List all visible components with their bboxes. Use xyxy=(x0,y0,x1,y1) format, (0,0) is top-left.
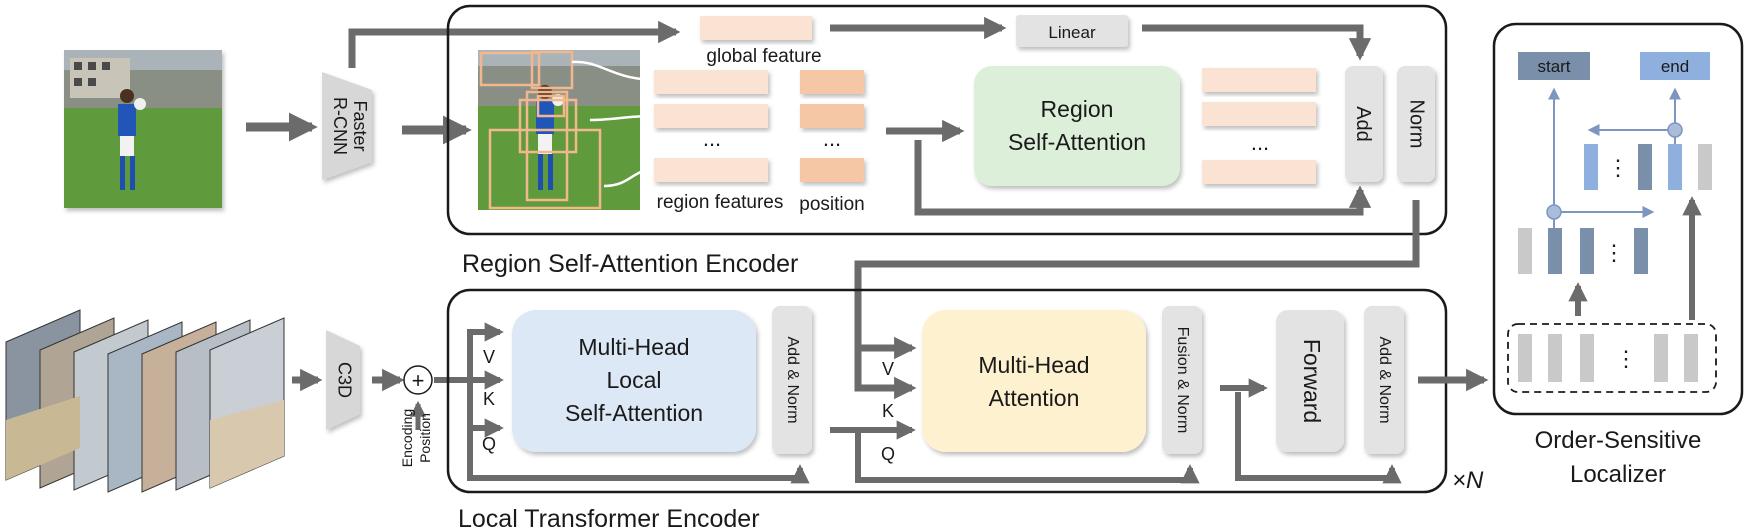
localizer-middle-row xyxy=(1518,228,1648,274)
fusion-norm-box xyxy=(1162,306,1202,454)
position-encoding-line1: Position xyxy=(417,413,433,463)
region-attention-line1: Region xyxy=(1041,96,1114,122)
k-label-2: K xyxy=(882,401,894,421)
fusion-to-forward-arrows xyxy=(1220,378,1402,484)
arrow-norm-to-attention-k xyxy=(854,200,1420,400)
local-attention-line1: Multi-Head xyxy=(578,334,689,360)
local-attention-line2: Local xyxy=(607,367,662,393)
add-norm-label-2: Add & Norm xyxy=(1376,336,1393,423)
arrow-rcnn-to-global xyxy=(348,20,681,68)
position-ellipsis: ... xyxy=(823,126,841,151)
region-output-bars xyxy=(1202,68,1316,184)
start-box xyxy=(1518,52,1590,80)
region-connectors xyxy=(571,60,653,188)
arrow-residual-to-add xyxy=(914,140,1372,216)
add-norm-box-2 xyxy=(1364,306,1404,454)
start-node xyxy=(1546,204,1562,220)
region-features-ellipsis: ... xyxy=(703,126,721,151)
localizer-title-line1: Order-Sensitive xyxy=(1535,427,1702,454)
region-output-ellipsis: ... xyxy=(1251,130,1269,155)
faster-rcnn-block: Faster R-CNN xyxy=(322,72,372,180)
linear-label: Linear xyxy=(1048,23,1096,42)
arrow-linear-to-add xyxy=(1142,24,1372,61)
repeat-label: ×N xyxy=(1452,467,1484,494)
forward-label: Forward xyxy=(1299,339,1325,423)
add-norm-box-1 xyxy=(772,306,812,454)
localizer-input-row xyxy=(1518,334,1698,382)
forward-box xyxy=(1276,310,1344,452)
localizer-dots-input: ⋮ xyxy=(1615,346,1637,371)
region-attention-line2: Self-Attention xyxy=(1008,129,1146,155)
add-label: Add xyxy=(1352,106,1374,142)
local-encoder-title: Local Transformer Encoder xyxy=(458,505,760,529)
c3d-label: C3D xyxy=(334,362,354,398)
linear-box xyxy=(1016,15,1128,47)
plus-node xyxy=(403,365,433,395)
multihead-line2: Attention xyxy=(989,385,1080,411)
localizer-dots-middle: ⋮ xyxy=(1603,240,1625,265)
addnorm-to-attention-arrows xyxy=(830,420,1200,484)
norm-label: Norm xyxy=(1406,100,1428,149)
end-box xyxy=(1640,52,1710,80)
rcnn-label-line2: R-CNN xyxy=(330,97,350,155)
localizer-frame xyxy=(1492,22,1744,416)
local-self-attention-box xyxy=(512,310,756,452)
add-box xyxy=(1345,66,1383,182)
region-features-label: region features xyxy=(657,192,784,213)
localizer-input-box xyxy=(1507,323,1717,393)
global-feature-bar xyxy=(700,16,812,40)
end-label: end xyxy=(1661,57,1689,76)
global-feature-label: global feature xyxy=(706,46,821,67)
localizer-title-line2: Localizer xyxy=(1570,461,1666,488)
region-feature-bars xyxy=(654,70,768,182)
input-image xyxy=(64,50,222,208)
k-label-1: K xyxy=(483,389,495,409)
localizer-upper-row xyxy=(1584,144,1712,190)
v-label-2: V xyxy=(882,359,894,379)
position-label: position xyxy=(799,194,865,215)
end-node xyxy=(1667,122,1683,138)
q-label-2: Q xyxy=(881,444,895,464)
add-norm-label-1: Add & Norm xyxy=(784,336,801,423)
region-encoder-title: Region Self-Attention Encoder xyxy=(462,250,798,278)
position-encoding-line2: Encoding xyxy=(399,409,415,467)
local-encoder-frame xyxy=(446,288,1448,494)
v-label-1: V xyxy=(483,347,495,367)
local-attention-line3: Self-Attention xyxy=(565,400,703,426)
c3d-block xyxy=(326,330,360,430)
start-label: start xyxy=(1537,57,1570,76)
q-label-1: Q xyxy=(482,434,496,454)
rcnn-label-line1: Faster xyxy=(350,100,370,151)
localizer-dots-upper: ⋮ xyxy=(1607,155,1629,180)
position-bars xyxy=(800,70,864,182)
plus-label: + xyxy=(412,368,425,393)
qkv-fanout-arrows xyxy=(434,322,810,484)
multihead-attention-box xyxy=(922,310,1146,452)
video-frames xyxy=(5,309,285,493)
norm-box xyxy=(1397,66,1435,182)
region-encoder-frame xyxy=(446,4,1448,236)
fusion-norm-label: Fusion & Norm xyxy=(1174,327,1191,434)
multihead-line1: Multi-Head xyxy=(978,352,1089,378)
region-self-attention-box xyxy=(974,66,1180,186)
